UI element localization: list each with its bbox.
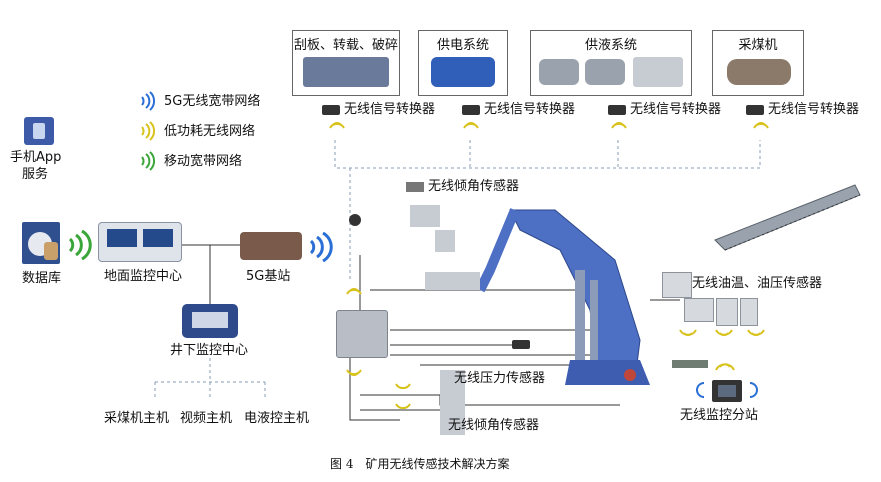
controller-box — [336, 310, 388, 358]
wireless-signal-icon — [346, 369, 362, 376]
database-label: 数据库 — [22, 271, 62, 286]
video-host-label: 视频主机 — [180, 411, 233, 426]
sensor-device — [716, 298, 738, 326]
system-box-fluid: 供液系统 — [530, 30, 692, 96]
oil-sensor-icon — [662, 272, 692, 298]
pressure-sensor-icon — [512, 340, 530, 349]
figure-caption: 图 4 矿用无线传感技术解决方案 — [330, 457, 510, 471]
system-title: 刮板、转载、破碎 — [293, 38, 398, 53]
shearer-image — [727, 59, 791, 85]
hydraulic-support-image — [349, 205, 650, 435]
legend-item-mobile: 移动宽带网络 — [138, 151, 242, 175]
system-box-power: 供电系统 — [418, 30, 508, 96]
monitor-substation-icon — [712, 380, 742, 402]
wireless-signal-icon — [753, 122, 769, 129]
phone-app-label: 手机App — [10, 150, 62, 165]
wireless-signal-icon — [141, 91, 156, 111]
converter-label: 无线信号转换器 — [768, 102, 860, 117]
system-box-conveyor: 刮板、转载、破碎 — [292, 30, 400, 96]
converter-label: 无线信号转换器 — [344, 102, 436, 117]
oil-sensor-label: 无线油温、油压传感器 — [692, 276, 823, 291]
converter-icon — [322, 104, 340, 115]
converter-label: 无线信号转换器 — [630, 102, 722, 117]
power-image — [431, 57, 495, 87]
surface-center-icon — [98, 222, 182, 262]
display-bar — [672, 360, 708, 368]
signal-converter: 无线信号转换器 — [462, 98, 575, 117]
wireless-signal-icon — [715, 329, 733, 336]
wireless-signal-icon — [696, 382, 705, 398]
converter-icon — [746, 104, 764, 115]
base-station-label: 5G基站 — [246, 269, 291, 284]
legend-label: 移动宽带网络 — [164, 154, 243, 169]
legend-label: 低功耗无线网络 — [164, 124, 256, 139]
wireless-signal-icon — [679, 329, 697, 336]
wireless-signal-icon — [395, 383, 411, 390]
system-title: 采煤机 — [738, 38, 778, 53]
converter-icon — [462, 104, 480, 115]
monitor-substation-label: 无线监控分站 — [680, 408, 759, 423]
wireless-signal-icon — [747, 329, 765, 336]
tilt-sensor-bottom-label: 无线倾角传感器 — [448, 418, 540, 433]
converter-icon — [608, 104, 626, 115]
wireless-signal-icon — [141, 121, 156, 141]
system-title: 供液系统 — [584, 38, 637, 53]
phone-app-icon — [24, 117, 54, 145]
wireless-signal-icon — [346, 288, 362, 295]
fluid-image — [585, 59, 625, 85]
legend-item-5g: 5G无线宽带网络 — [138, 91, 260, 115]
legend-item-lowpower: 低功耗无线网络 — [138, 121, 255, 145]
converter-label: 无线信号转换器 — [484, 102, 576, 117]
pressure-sensor-label: 无线压力传感器 — [454, 371, 546, 386]
wireless-signal-icon — [463, 122, 479, 129]
shearer-host-label: 采煤机主机 — [104, 411, 170, 426]
base-station-icon — [240, 232, 302, 260]
sensor-device — [740, 298, 758, 326]
underground-center-label: 井下监控中心 — [170, 343, 249, 358]
wireless-signal-icon — [395, 403, 411, 410]
fluid-image — [539, 59, 579, 85]
wireless-signal-icon — [329, 122, 345, 129]
tilt-sensor-top-label: 无线倾角传感器 — [428, 179, 520, 194]
fluid-image — [633, 57, 683, 87]
signal-converter: 无线信号转换器 — [608, 98, 721, 117]
conveyor-image — [303, 57, 389, 87]
wireless-signal-icon — [68, 230, 92, 260]
sensor-device — [684, 298, 714, 322]
system-box-shearer: 采煤机 — [712, 30, 804, 96]
conveyor-rail-image — [714, 184, 861, 251]
database-icon — [22, 222, 60, 264]
wireless-signal-icon — [715, 363, 735, 371]
wireless-signal-icon — [749, 382, 758, 398]
wireless-signal-icon — [141, 151, 156, 171]
system-title: 供电系统 — [436, 38, 489, 53]
legend-label: 5G无线宽带网络 — [164, 94, 261, 109]
signal-converter: 无线信号转换器 — [746, 98, 859, 117]
tilt-sensor-top-icon — [406, 182, 424, 192]
hydraulic-host-label: 电液控主机 — [244, 411, 310, 426]
phone-app-label-2: 服务 — [22, 167, 49, 182]
underground-center-icon — [182, 304, 238, 338]
wireless-signal-icon — [309, 232, 333, 262]
wireless-signal-icon — [611, 122, 627, 129]
surface-center-label: 地面监控中心 — [104, 269, 183, 284]
signal-converter: 无线信号转换器 — [322, 98, 435, 117]
